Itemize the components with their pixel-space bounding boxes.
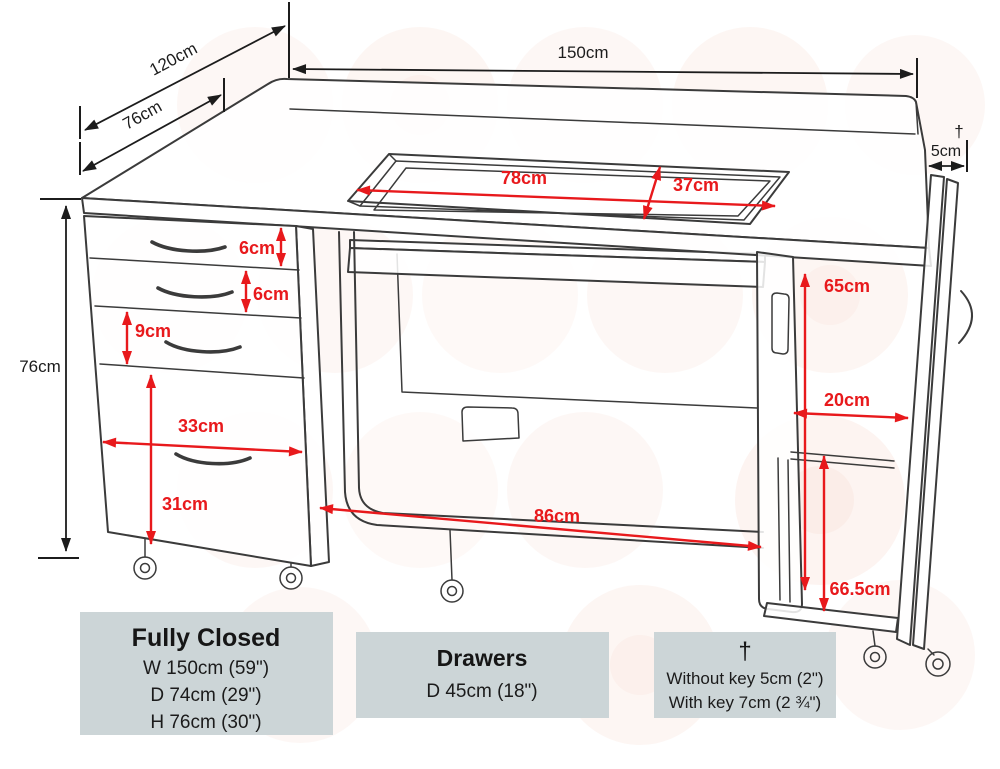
leaf-handle-arc	[958, 290, 973, 344]
key-note-symbol: †	[738, 638, 751, 665]
dim-label-knee-width: 86cm	[534, 506, 580, 526]
dim-label-leaf-gap: 5cm	[931, 143, 961, 160]
ticks-76-top	[79, 78, 225, 175]
dim-label-opening-depth: 37cm	[673, 175, 719, 195]
fully-closed-box	[80, 612, 333, 735]
right-panel-lock	[771, 292, 790, 355]
dim-label-height-left: 76cm	[19, 357, 61, 376]
drawer-unit-front	[83, 215, 312, 567]
dim-opening-width-arrow	[356, 185, 776, 211]
machine-opening-outer	[347, 153, 790, 225]
key-note-line2: With key 7cm (2 ¾")	[669, 693, 821, 712]
drawer-dividers	[89, 257, 305, 379]
dim-label-drawer1: 6cm	[239, 238, 275, 258]
drawers-title: Drawers	[437, 645, 528, 671]
dim-knee-width-arrow	[319, 504, 762, 551]
ticks-height-left	[38, 198, 81, 559]
drawers-box	[356, 632, 609, 718]
drawer4-handle	[174, 452, 252, 466]
drawer1-handle	[150, 240, 227, 253]
cabinet-drawing	[81, 77, 973, 677]
fully-closed-title: Fully Closed	[132, 624, 281, 652]
machine-opening-inner	[359, 160, 781, 221]
dim-top-width-arrow	[292, 64, 914, 79]
fully-closed-height: H 76cm (30")	[150, 712, 261, 733]
fully-closed-depth: D 74cm (29")	[150, 685, 261, 706]
back-wall-bracket	[461, 406, 520, 442]
dim-opening-depth-arrow	[642, 166, 662, 220]
dim-label-top-width: 150cm	[557, 43, 608, 62]
dim-drawer-width-arrow	[102, 437, 303, 457]
dim-right-width-arrow	[793, 408, 909, 423]
compartment-floor	[763, 602, 899, 633]
right-panel-strip	[777, 457, 791, 603]
dim-label-depth-top: 76cm	[120, 97, 166, 134]
kneehole-back-wall	[396, 253, 758, 409]
key-note-line1: Without key 5cm (2")	[666, 669, 823, 688]
dagger-mark: †	[954, 122, 963, 141]
dim-label-right-width: 20cm	[824, 390, 870, 410]
drawer3-handle	[164, 340, 242, 354]
key-note-box	[654, 632, 836, 718]
tabletop-back-rim	[289, 101, 919, 135]
red-dimensions	[102, 166, 909, 612]
machine-opening-plate	[373, 167, 771, 217]
dim-label-right-height: 65cm	[824, 276, 870, 296]
dim-label-drawer-width: 33cm	[178, 416, 224, 436]
dim-label-opening-width: 78cm	[501, 168, 547, 188]
drawer2-handle	[156, 286, 234, 299]
info-boxes: Fully Closed W 150cm (59") D 74cm (29") …	[80, 612, 836, 735]
folded-leaf-board1	[896, 174, 945, 646]
dim-depth-top-arrow	[82, 94, 222, 172]
fully-closed-width: W 150cm (59")	[143, 658, 269, 679]
black-dimensions	[38, 2, 968, 559]
dim-label-right-lower: 66.5cm	[829, 579, 890, 599]
drawers-depth: D 45cm (18")	[426, 681, 537, 702]
dim-label-drawer2: 6cm	[253, 284, 289, 304]
dim-label-drawer4: 31cm	[162, 494, 208, 514]
dim-label-drawer3: 9cm	[135, 321, 171, 341]
folded-leaf-board2	[912, 178, 959, 650]
